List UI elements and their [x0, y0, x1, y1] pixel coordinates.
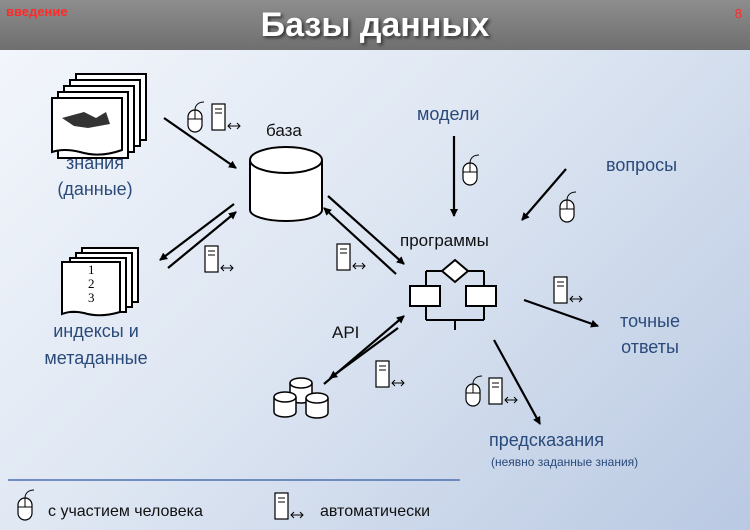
computer-tower-icon — [375, 360, 405, 388]
list-number: 2 — [88, 276, 95, 291]
numbered-list: 1 2 3 — [88, 263, 95, 305]
mouse-icon — [187, 101, 205, 133]
models-label: модели — [417, 104, 480, 124]
database-cylinder-icon — [249, 146, 323, 222]
mouse-icon — [559, 191, 577, 223]
knowledge-label-line2: (данные) — [57, 179, 133, 199]
flowchart-icon — [409, 258, 497, 330]
database-cluster-icon — [273, 377, 329, 419]
mouse-icon — [465, 375, 483, 407]
document-stack-icon — [51, 73, 147, 159]
mouse-icon — [17, 489, 35, 521]
exact-answers-label: точные ответы — [600, 308, 700, 360]
section-label: введение — [6, 4, 68, 19]
legend-auto-label: автоматически — [320, 503, 431, 520]
computer-tower-icon — [488, 377, 518, 405]
knowledge-label: знания (данные) — [32, 150, 158, 202]
mouse-icon — [462, 154, 480, 186]
knowledge-label-line1: знания — [66, 153, 124, 173]
slide-title: Базы данных — [260, 6, 490, 44]
indexes-label: индексы и метаданные — [26, 318, 166, 372]
computer-tower-icon — [336, 243, 366, 271]
list-number: 3 — [88, 290, 95, 305]
title-bar — [0, 0, 750, 50]
computer-tower-icon — [274, 492, 304, 520]
exact-answers-line2: ответы — [621, 337, 679, 357]
exact-answers-line1: точные — [620, 311, 680, 331]
indexes-label-line2: метаданные — [44, 348, 148, 368]
programs-label: программы — [400, 231, 489, 250]
api-label: API — [332, 323, 360, 342]
questions-label: вопросы — [606, 155, 678, 175]
legend-human-label: с участием человека — [48, 503, 203, 520]
page-number: 8 — [734, 6, 742, 21]
diagram-arrows — [159, 117, 599, 425]
computer-tower-icon — [204, 245, 234, 273]
computer-tower-icon — [553, 276, 583, 304]
list-number: 1 — [88, 262, 95, 277]
predictions-sublabel: (неявно заданные знания) — [491, 455, 639, 469]
base-label: база — [266, 121, 302, 140]
computer-tower-icon — [211, 103, 241, 131]
numbered-document-stack-icon — [61, 247, 139, 317]
indexes-label-line1: индексы и — [53, 321, 139, 341]
predictions-label: предсказания — [489, 430, 604, 450]
